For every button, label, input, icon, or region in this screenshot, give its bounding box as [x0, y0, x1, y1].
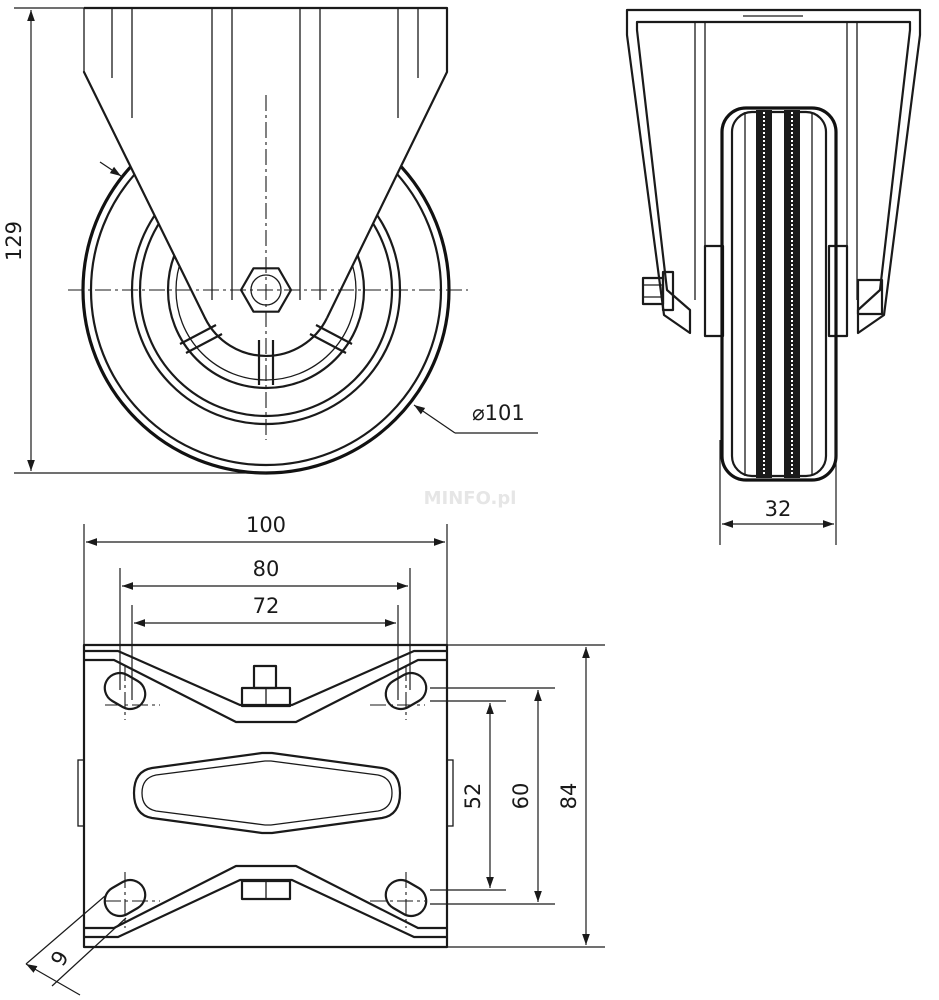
- dim-label-72: 72: [253, 594, 280, 618]
- plate-center-slot: [132, 751, 402, 835]
- dim-hole-spacing-vertical-outer: 60: [430, 687, 555, 905]
- dim-label-9: 9: [46, 947, 73, 971]
- dim-label-84: 84: [557, 783, 581, 810]
- dim-label-60: 60: [509, 783, 533, 810]
- dim-label-100: 100: [246, 513, 286, 537]
- top-plate-view: [77, 643, 454, 949]
- dim-wheel-width: 32: [719, 440, 837, 545]
- dim-plate-height: 84: [447, 644, 605, 948]
- dim-label-101: ⌀101: [472, 401, 525, 425]
- dim-plate-width: 100: [83, 513, 448, 645]
- wheel-side-inner: [730, 110, 828, 478]
- dim-label-52: 52: [461, 783, 485, 810]
- side-view: [625, 8, 922, 482]
- dim-hole-spacing-inner: 72: [131, 594, 399, 700]
- dim-hole-spacing-outer: 80: [119, 557, 411, 690]
- wheel-side-outer: [720, 106, 838, 482]
- dim-hole-diameter: 9: [25, 895, 127, 996]
- dim-overall-height: 129: [2, 7, 266, 474]
- dim-label-32: 32: [765, 497, 792, 521]
- dim-label-80: 80: [253, 557, 280, 581]
- watermark: MINFO.pl: [424, 488, 517, 509]
- dim-label-129: 129: [2, 221, 26, 261]
- fork-plate-lines: [111, 8, 419, 300]
- front-view: [68, 6, 468, 475]
- dim-hole-spacing-vertical-inner: 52: [430, 700, 506, 891]
- dim-wheel-diameter: ⌀101: [413, 401, 538, 434]
- mounting-holes: [103, 671, 428, 918]
